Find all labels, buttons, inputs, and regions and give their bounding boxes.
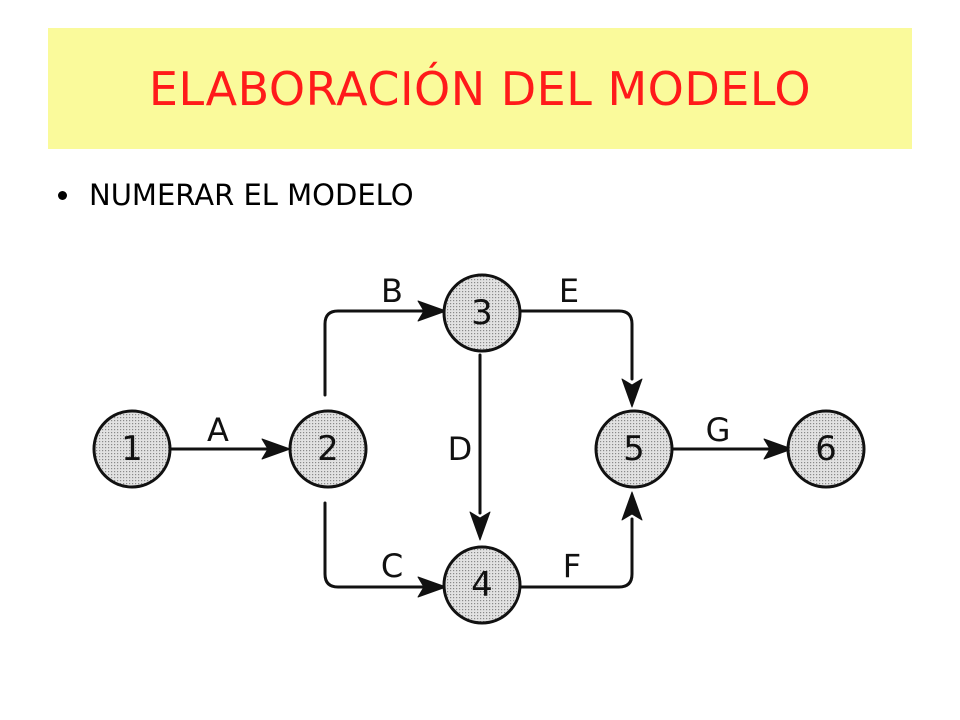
arrowhead-f bbox=[621, 491, 643, 521]
slide-title: ELABORACIÓN DEL MODELO bbox=[148, 61, 812, 116]
node-2-circle bbox=[288, 409, 368, 489]
edge-label-g: G bbox=[706, 411, 731, 449]
edge-f bbox=[517, 517, 634, 589]
arrowhead-g bbox=[763, 438, 793, 460]
arrowhead-c bbox=[417, 576, 447, 598]
bullet-item: NUMERAR EL MODELO bbox=[58, 178, 414, 212]
node-6-label: 6 bbox=[815, 429, 837, 469]
edge-label-b: B bbox=[381, 272, 403, 310]
node-3-circle bbox=[442, 273, 522, 353]
node-1-label: 1 bbox=[121, 429, 143, 469]
edge-label-e: E bbox=[559, 272, 579, 310]
edge-b bbox=[323, 309, 428, 397]
node-1-circle bbox=[92, 409, 172, 489]
node-4-label: 4 bbox=[471, 565, 493, 605]
edge-label-a: A bbox=[207, 411, 229, 449]
edge-c bbox=[323, 501, 428, 589]
arrowhead-b bbox=[417, 300, 447, 322]
edge-label-c: C bbox=[381, 547, 403, 585]
edge-e bbox=[517, 309, 634, 381]
title-bar: ELABORACIÓN DEL MODELO bbox=[48, 28, 912, 149]
node-2-label: 2 bbox=[317, 429, 339, 469]
bullet-text: NUMERAR EL MODELO bbox=[89, 178, 414, 212]
bullet-dot-icon bbox=[58, 190, 67, 200]
arrowhead-a bbox=[261, 438, 291, 460]
edge-label-d: D bbox=[448, 430, 473, 468]
node-5-circle bbox=[594, 409, 674, 489]
arrowhead-e bbox=[621, 378, 643, 408]
node-5-label: 5 bbox=[623, 429, 645, 469]
node-3-label: 3 bbox=[471, 293, 493, 333]
node-4-circle bbox=[442, 545, 522, 625]
edge-label-f: F bbox=[563, 547, 581, 585]
arrowhead-d bbox=[469, 511, 491, 541]
node-6-circle bbox=[786, 409, 866, 489]
